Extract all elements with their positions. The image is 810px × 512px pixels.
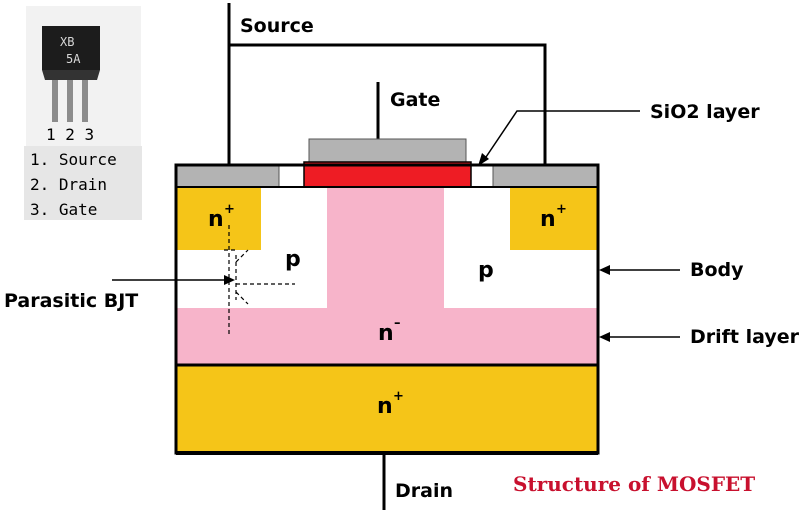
package-body — [42, 26, 100, 70]
p-body-left-label: p — [285, 247, 301, 272]
n-plus-substrate-label: n — [377, 394, 393, 419]
package-pin-2 — [67, 80, 73, 122]
diagram-title: Structure of MOSFET — [513, 472, 755, 496]
parasitic-bjt-symbol — [224, 225, 295, 335]
mosfet-cross-section — [174, 138, 600, 455]
n-minus-label: n — [378, 321, 394, 346]
n-minus-superscript: – — [394, 316, 401, 331]
pin-legend-1: 1. Source — [30, 150, 117, 169]
sio2-pointer-arrowhead — [478, 153, 489, 166]
pin-legend-2: 2. Drain — [30, 175, 107, 194]
drift-label: Drift layer — [690, 326, 800, 348]
source-contact-left — [175, 164, 280, 188]
gate-label: Gate — [390, 89, 440, 111]
package-pin-3 — [82, 80, 88, 122]
n-plus-left-superscript: + — [224, 202, 235, 217]
n-plus-left-label: n — [208, 207, 224, 232]
body-pointer-arrowhead — [599, 265, 610, 275]
body-label: Body — [690, 259, 744, 281]
n-plus-right-superscript: + — [556, 202, 567, 217]
drift-pointer-arrowhead — [599, 332, 610, 342]
drift-neck-region — [327, 187, 444, 312]
pin-legend-background — [24, 146, 142, 220]
p-body-right-label: p — [478, 258, 494, 283]
parasitic-pointer-arrowhead — [224, 275, 235, 285]
source-wire — [229, 43, 547, 165]
n-plus-substrate-region — [176, 365, 598, 453]
package-illustration: XB 5A 1 2 3 1. Source 2. Drain 3. Gate — [24, 6, 142, 220]
sio2-pointer-line — [483, 110, 640, 161]
package-bevel — [42, 70, 100, 80]
source-contact-right — [492, 164, 599, 188]
package-marking-line1: XB — [60, 35, 74, 49]
pin-numbers: 1 2 3 — [46, 125, 94, 144]
package-marking-line2: 5A — [66, 52, 81, 66]
source-label: Source — [240, 15, 314, 37]
n-plus-source-right — [510, 187, 598, 250]
pin-legend-3: 3. Gate — [30, 200, 97, 219]
parasitic-bjt-label: Parasitic BJT — [4, 290, 138, 312]
sio2-label: SiO2 layer — [650, 101, 760, 123]
n-plus-source-left — [176, 187, 261, 250]
gate-metal — [308, 138, 467, 163]
package-pin-1 — [52, 80, 58, 122]
n-plus-substrate-superscript: + — [393, 389, 404, 404]
drift-region — [176, 308, 598, 365]
drain-label: Drain — [395, 480, 453, 502]
n-plus-right-label: n — [540, 207, 556, 232]
